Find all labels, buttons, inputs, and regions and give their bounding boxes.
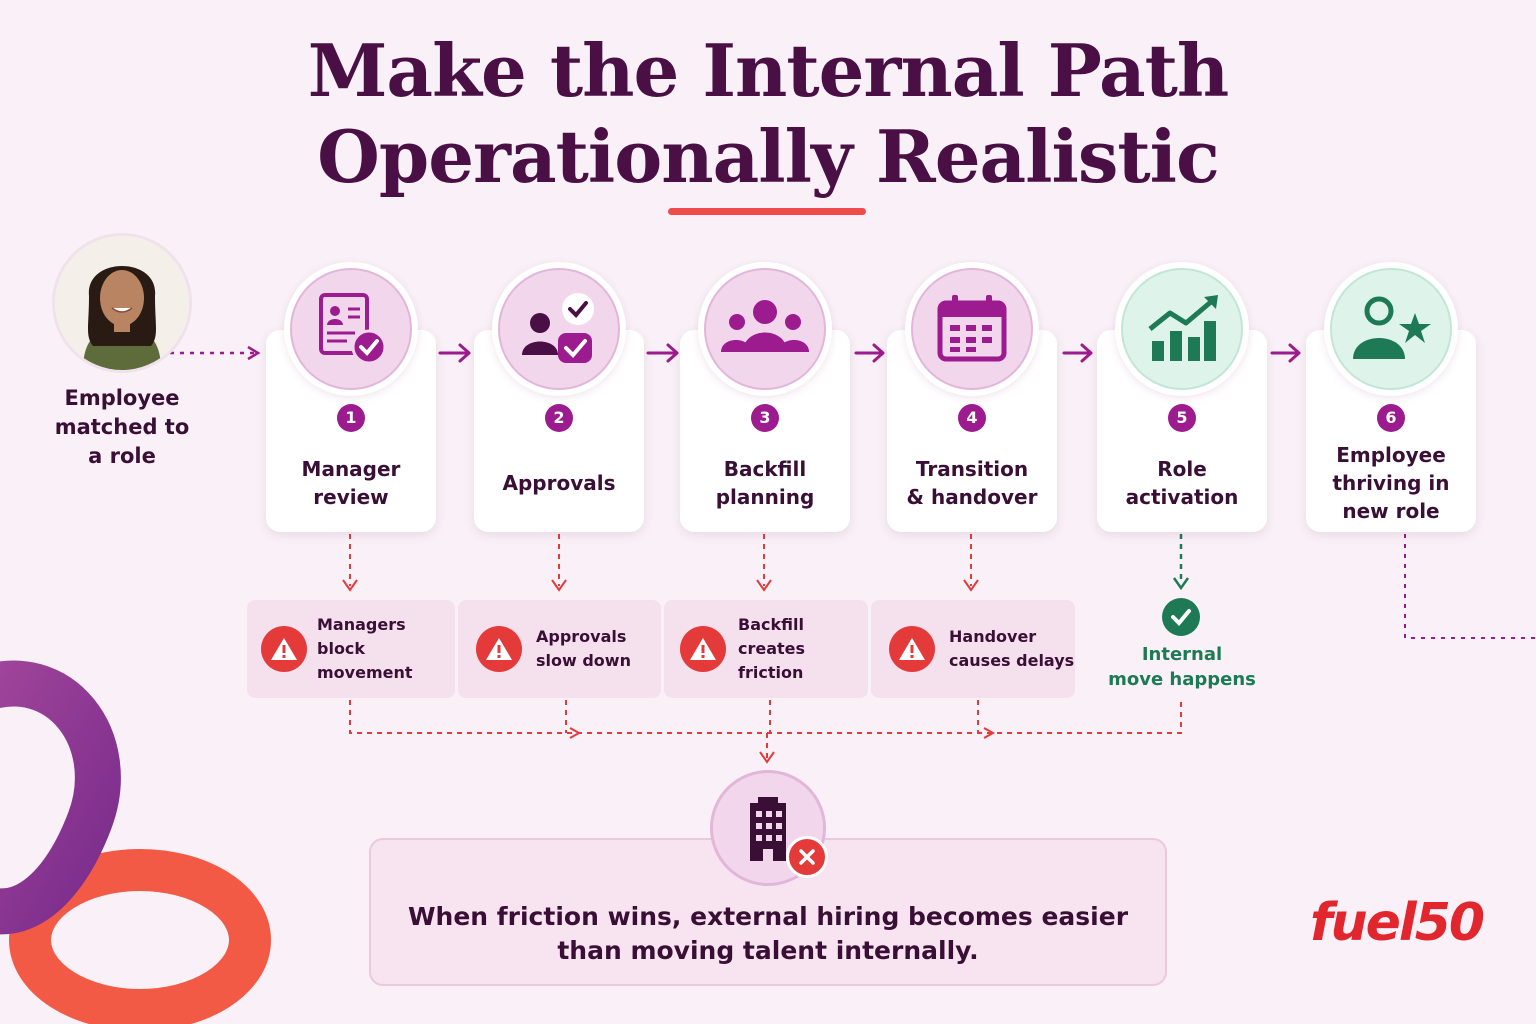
warning-icon — [889, 626, 935, 672]
step-number-4: 4 — [958, 404, 986, 432]
document-check-icon — [319, 293, 387, 365]
title-underline — [668, 208, 866, 215]
step-label-4: Transition& handover — [906, 457, 1038, 509]
success-label: Internal move happens — [1108, 644, 1256, 690]
outcome-icon-circle — [710, 770, 826, 886]
people-approval-icon — [522, 293, 594, 363]
employee-photo-icon — [52, 233, 192, 373]
merge-arrowheads — [569, 727, 996, 764]
step-icon-2 — [492, 262, 626, 396]
step-icon-6 — [1324, 262, 1458, 396]
warning-icon — [261, 626, 307, 672]
step-icon-1 — [284, 262, 418, 396]
step-icon-4 — [905, 262, 1039, 396]
step-label-2: Approvals — [502, 471, 616, 495]
calendar-icon — [937, 295, 1007, 362]
group-icon — [721, 300, 809, 352]
step-arrow-4 — [1062, 343, 1093, 363]
warning-icon — [476, 626, 522, 672]
person-star-icon — [1353, 296, 1431, 359]
step-arrow-2 — [646, 343, 679, 363]
decor-purple-ring — [0, 660, 121, 935]
step-number-3: 3 — [751, 404, 779, 432]
step-number-1: 1 — [337, 404, 365, 432]
step-icon-3 — [698, 262, 832, 396]
office-building-icon — [750, 797, 786, 861]
fuel50-logo: fuel50 — [1310, 893, 1485, 953]
step-number-6: 6 — [1377, 404, 1405, 432]
step-number-5: 5 — [1168, 404, 1196, 432]
step-arrow-5 — [1270, 343, 1301, 363]
step-arrow-3 — [854, 343, 885, 363]
growth-chart-icon — [1148, 295, 1218, 361]
page-title-line-2: Operationally Realistic — [317, 114, 1220, 199]
start-connector-arrowhead — [247, 345, 261, 361]
step-arrow-1 — [438, 343, 471, 363]
outcome-message: When friction wins, external hiring beco… — [407, 902, 1129, 965]
x-circle-icon — [786, 836, 828, 878]
page-title-line-1: Make the Internal Path — [307, 28, 1230, 113]
step-arrows — [438, 343, 1301, 363]
decor-red-ring — [9, 849, 271, 1024]
step-number-2: 2 — [545, 404, 573, 432]
start-label: Employee matched to a role — [54, 386, 190, 468]
warning-icon — [680, 626, 726, 672]
friction-down-arrows — [342, 534, 979, 592]
success-down-arrow — [1172, 534, 1190, 591]
step-icon-5 — [1115, 262, 1249, 396]
check-circle-icon — [1162, 598, 1200, 636]
exit-connector — [1404, 534, 1536, 639]
friction-merge-lines — [349, 700, 1182, 758]
